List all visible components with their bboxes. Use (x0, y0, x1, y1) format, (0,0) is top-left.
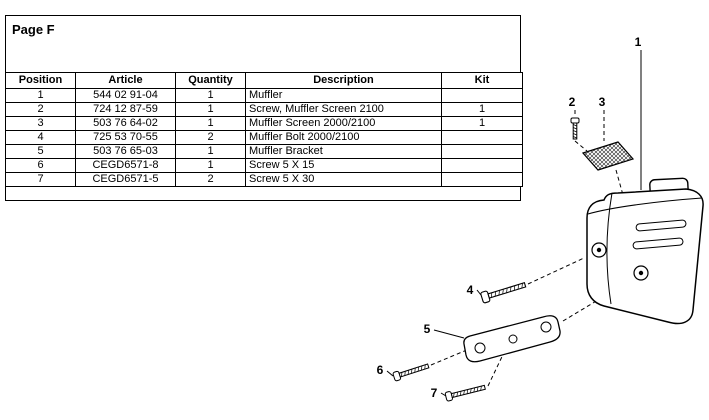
callout-1: 1 (635, 35, 642, 49)
callout-4: 4 (467, 283, 474, 297)
muffler-screen-illustration (581, 141, 635, 171)
table-row: 1 544 02 91-04 1 Muffler (5, 88, 523, 103)
table-row: 6 CEGD6571-8 1 Screw 5 X 15 (5, 158, 523, 173)
callout-5: 5 (424, 322, 431, 336)
muffler-bracket-illustration (463, 315, 561, 363)
parts-table: Position Article Quantity Description Ki… (5, 72, 523, 187)
callout-leader-lines (386, 289, 482, 397)
table-row: 2 724 12 87-59 1 Screw, Muffler Screen 2… (5, 102, 523, 117)
header-row: Position Article Quantity Description Ki… (5, 72, 523, 89)
cell-kit (441, 172, 523, 187)
callout-2: 2 (569, 95, 576, 109)
callout-3: 3 (599, 95, 606, 109)
muffler-illustration (586, 188, 704, 325)
bracket-screw-short-illustration (392, 363, 430, 382)
table-row: 7 CEGD6571-5 2 Screw 5 X 30 (5, 172, 523, 187)
parts-list-panel: Page F Position Article Quantity Descrip… (5, 15, 523, 201)
cell-description: Screw 5 X 30 (245, 172, 442, 187)
column-header-quantity: Quantity (175, 72, 246, 89)
table-row: 5 503 76 65-03 1 Muffler Bracket (5, 144, 523, 159)
table-row: 4 725 53 70-55 2 Muffler Bolt 2000/2100 (5, 130, 523, 145)
bracket-screw-long-illustration (444, 384, 486, 402)
screen-screw-illustration (570, 117, 580, 140)
page-title: Page F (12, 22, 55, 37)
table-row: 3 503 76 64-02 1 Muffler Screen 2000/210… (5, 116, 523, 131)
cell-quantity: 2 (175, 172, 246, 187)
column-header-description: Description (245, 72, 442, 89)
callout-7: 7 (431, 386, 438, 400)
callout-6: 6 (377, 363, 384, 377)
muffler-bolt-illustration (480, 282, 527, 304)
